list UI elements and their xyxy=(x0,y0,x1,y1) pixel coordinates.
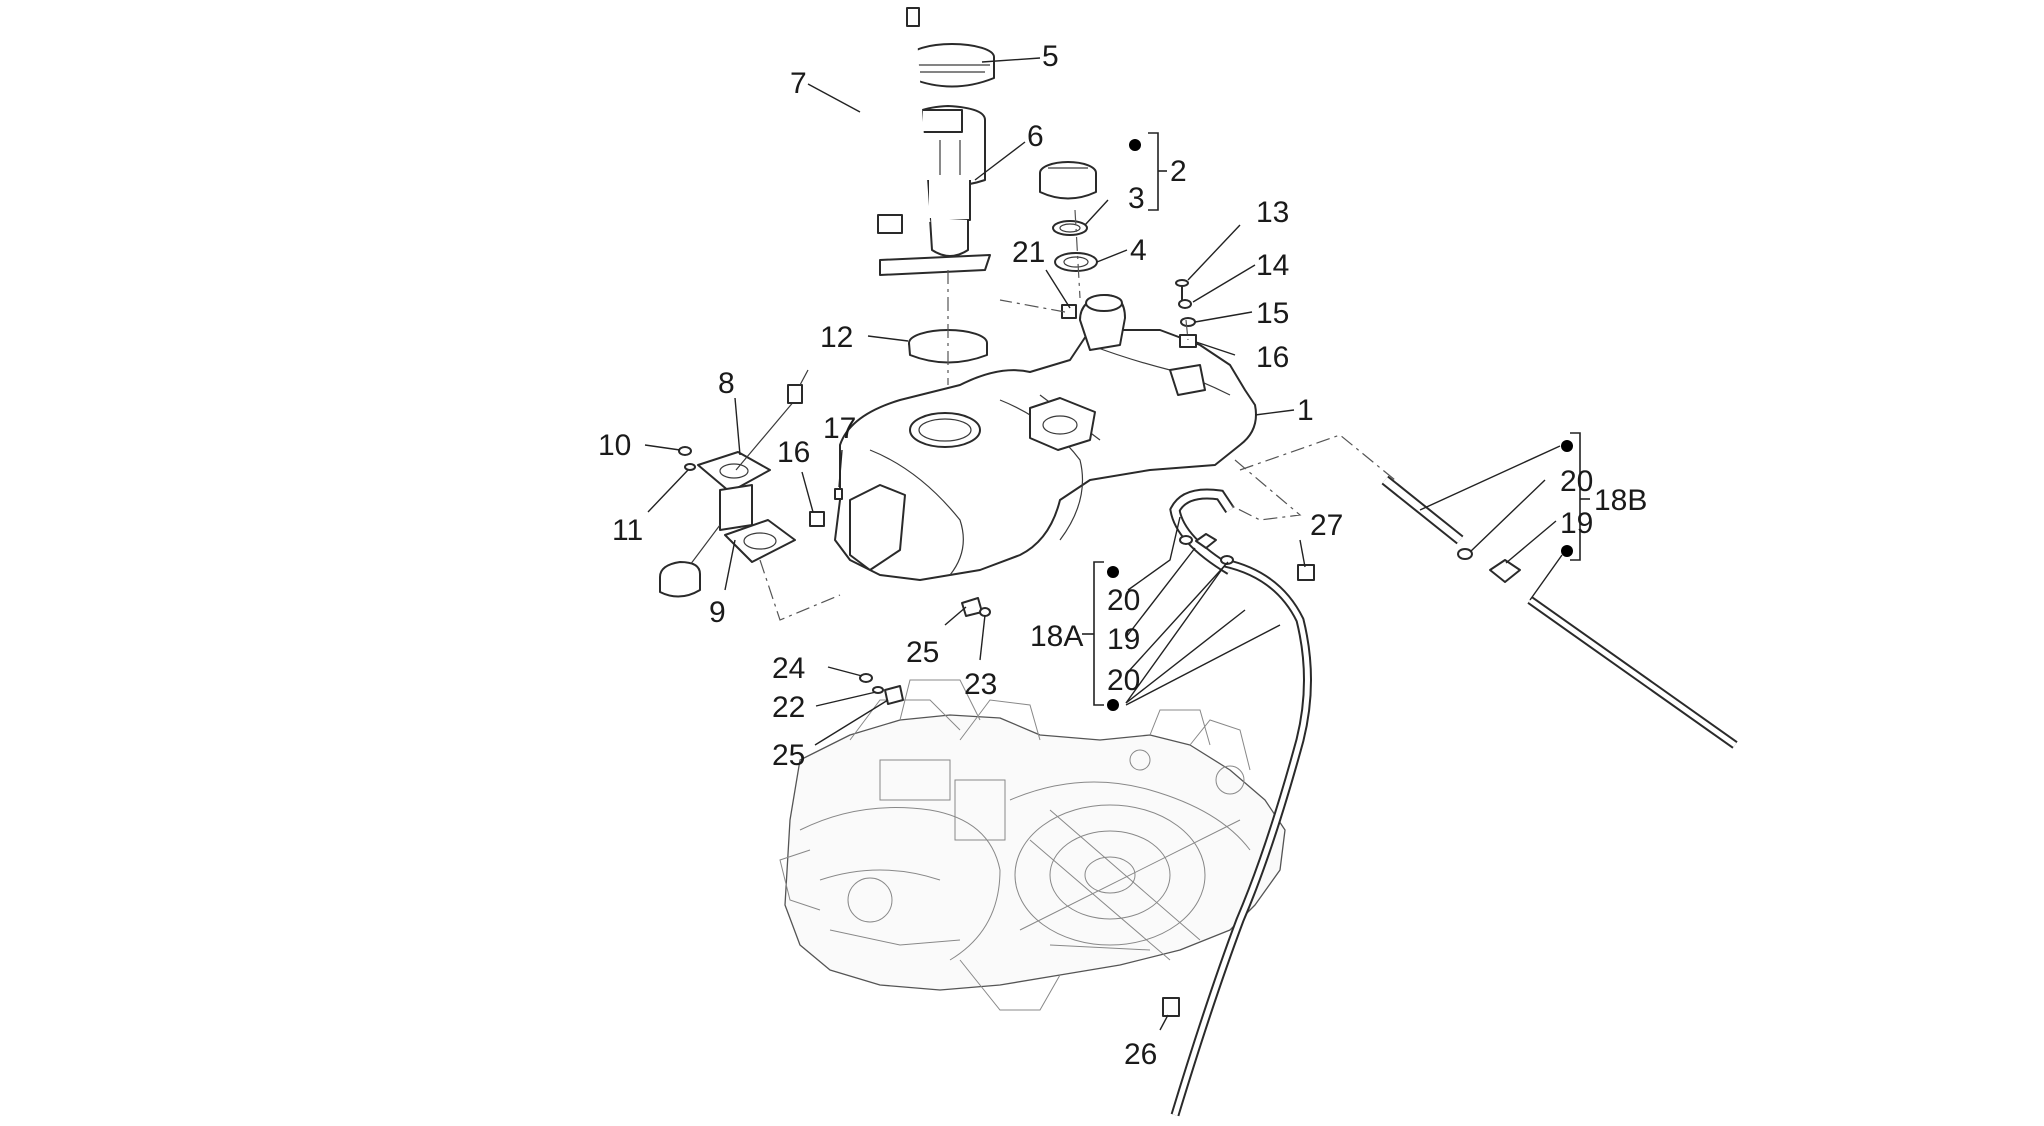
part-label-25-upper: 25 xyxy=(906,636,939,669)
leader-lines xyxy=(644,57,1563,1031)
part-label-1: 1 xyxy=(1297,394,1314,427)
bolt-13 xyxy=(1175,279,1189,300)
kit-marker-dot xyxy=(1129,139,1141,151)
clip-25-lower xyxy=(884,685,904,705)
cap-gasket xyxy=(1052,220,1088,236)
part-label-19-a: 19 xyxy=(1107,623,1140,656)
part-label-22: 22 xyxy=(772,691,805,724)
part-label-16-right: 16 xyxy=(1256,341,1289,374)
part-label-5: 5 xyxy=(1042,40,1059,73)
part-label-13: 13 xyxy=(1256,196,1289,229)
assembly-centerlines xyxy=(759,209,1396,621)
part-label-27: 27 xyxy=(1310,509,1343,542)
part-label-19-b: 19 xyxy=(1560,507,1593,540)
part-label-20-b: 20 xyxy=(1107,664,1140,697)
part-label-4: 4 xyxy=(1130,234,1147,267)
kit-marker-dot xyxy=(1107,699,1119,711)
filler-cap xyxy=(1039,161,1097,200)
part-label-20-c: 20 xyxy=(1560,465,1593,498)
part-label-3: 3 xyxy=(1128,182,1145,215)
clip-16-right xyxy=(1179,334,1197,348)
part-label-18b: 18B xyxy=(1594,484,1647,517)
kit-marker-dot xyxy=(1107,566,1119,578)
part-label-16-left: 16 xyxy=(777,436,810,469)
clip-26 xyxy=(1162,997,1180,1017)
fuel-pump-assembly xyxy=(879,43,995,276)
breather-hose-18b xyxy=(1381,475,1738,749)
washer-11 xyxy=(684,463,696,471)
fuel-pipe xyxy=(839,7,931,238)
sensor-gasket xyxy=(724,519,796,563)
part-labels: 1 2 3 4 5 6 7 8 9 10 11 12 13 14 15 16 1… xyxy=(598,40,1647,1071)
part-label-15: 15 xyxy=(1256,297,1289,330)
part-label-6: 6 xyxy=(1027,120,1044,153)
part-label-26: 26 xyxy=(1124,1038,1157,1071)
clip-27 xyxy=(1297,564,1315,581)
screw-24 xyxy=(859,673,873,683)
fuel-tank xyxy=(834,294,1257,581)
part-label-24: 24 xyxy=(772,652,805,685)
washer-14 xyxy=(1178,299,1192,309)
part-label-2: 2 xyxy=(1170,155,1187,188)
nut-10 xyxy=(678,446,692,456)
bolt-17 xyxy=(834,488,843,500)
part-label-12: 12 xyxy=(820,321,853,354)
part-label-25-lower: 25 xyxy=(772,739,805,772)
part-label-10: 10 xyxy=(598,429,631,462)
kit-marker-dot xyxy=(1561,545,1573,557)
part-label-11: 11 xyxy=(612,514,643,547)
washer-15 xyxy=(1180,317,1196,327)
filler-ring xyxy=(1054,252,1098,272)
part-label-14: 14 xyxy=(1256,249,1289,282)
part-label-9: 9 xyxy=(709,596,726,629)
part-label-18a: 18A xyxy=(1030,620,1083,653)
part-label-23: 23 xyxy=(964,668,997,701)
kit-marker-dot xyxy=(1561,440,1573,452)
part-label-21: 21 xyxy=(1012,236,1045,269)
engine-assembly xyxy=(779,679,1286,1011)
part-label-17: 17 xyxy=(823,412,856,445)
part-label-8: 8 xyxy=(718,367,735,400)
clip-16-left xyxy=(809,511,825,527)
fuel-level-sensor xyxy=(659,369,809,598)
part-label-7: 7 xyxy=(790,67,807,100)
breather-hose-18a xyxy=(1169,488,1312,1117)
kit-brackets xyxy=(1082,132,1590,706)
screw-23 xyxy=(979,607,991,617)
part-label-20-a: 20 xyxy=(1107,584,1140,617)
